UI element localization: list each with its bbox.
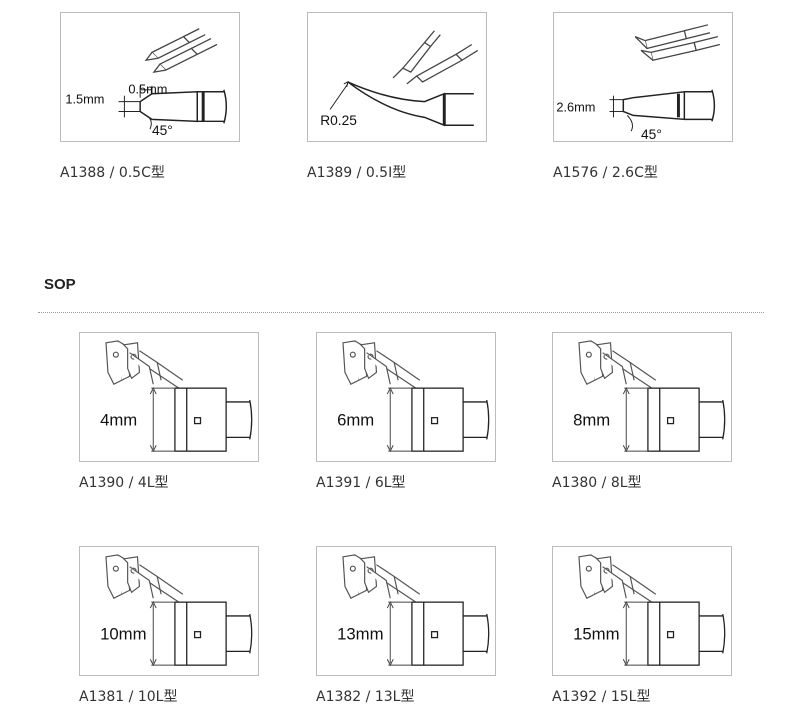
tip-caption: A1380 / 8L型 — [552, 475, 642, 491]
clamp-thumbnail-icon — [578, 340, 657, 389]
tip-illustration: 1.5mm 0.5mm 45° — [60, 12, 240, 142]
tip-caption: A1392 / 15L型 — [552, 689, 651, 705]
radius-label: R0.25 — [320, 113, 357, 128]
angle-label: 45° — [641, 127, 662, 141]
sop-tip-drawing: 6mm — [337, 340, 490, 453]
width-label: 4mm — [100, 411, 137, 430]
sop-tip-drawing: 10mm — [100, 554, 253, 667]
tip-illustration: 6mm — [316, 332, 496, 462]
tip-illustration: 10mm — [79, 546, 259, 676]
tip-a1388-drawing: 1.5mm 0.5mm 45° — [65, 28, 228, 138]
tip-thumbnail-icon — [634, 24, 720, 62]
tip-a1389-drawing: R0.25 — [320, 30, 479, 128]
tip-caption: A1576 / 2.6C型 — [553, 165, 658, 181]
tip-illustration: R0.25 — [307, 12, 487, 142]
sop-tip-drawing: 4mm — [100, 340, 253, 453]
tip-a1576-drawing: 2.6mm 45° — [556, 24, 720, 141]
tip-illustration: 8mm — [552, 332, 732, 462]
tip-illustration: 2.6mm 45° — [553, 12, 733, 142]
clamp-thumbnail-icon — [578, 554, 657, 603]
tip-caption: A1389 / 0.5I型 — [307, 165, 407, 181]
dim-label: 0.5mm — [128, 82, 167, 97]
width-label: 13mm — [337, 625, 383, 644]
clamp-thumbnail-icon — [105, 340, 184, 389]
angle-label: 45° — [152, 123, 173, 138]
section-divider — [38, 312, 764, 313]
section-title-sop: SOP — [44, 276, 76, 293]
tip-thumbnail-icon — [144, 28, 218, 73]
sop-tip-drawing: 15mm — [573, 554, 726, 667]
tip-thumbnail-icon — [392, 30, 479, 85]
tip-caption: A1381 / 10L型 — [79, 689, 178, 705]
tip-caption: A1391 / 6L型 — [316, 475, 406, 491]
tip-caption: A1388 / 0.5C型 — [60, 165, 165, 181]
width-label: 10mm — [100, 625, 146, 644]
tip-illustration: 4mm — [79, 332, 259, 462]
clamp-thumbnail-icon — [105, 554, 184, 603]
sop-tip-drawing: 13mm — [337, 554, 490, 667]
sop-tip-drawing: 8mm — [573, 340, 726, 453]
width-label: 15mm — [573, 625, 619, 644]
clamp-thumbnail-icon — [342, 340, 421, 389]
tip-caption: A1382 / 13L型 — [316, 689, 415, 705]
dim-label: 1.5mm — [65, 92, 104, 107]
tip-illustration: 15mm — [552, 546, 732, 676]
tip-caption: A1390 / 4L型 — [79, 475, 169, 491]
width-label: 6mm — [337, 411, 374, 430]
tip-illustration: 13mm — [316, 546, 496, 676]
clamp-thumbnail-icon — [342, 554, 421, 603]
width-label: 8mm — [573, 411, 610, 430]
dim-label: 2.6mm — [556, 99, 595, 114]
